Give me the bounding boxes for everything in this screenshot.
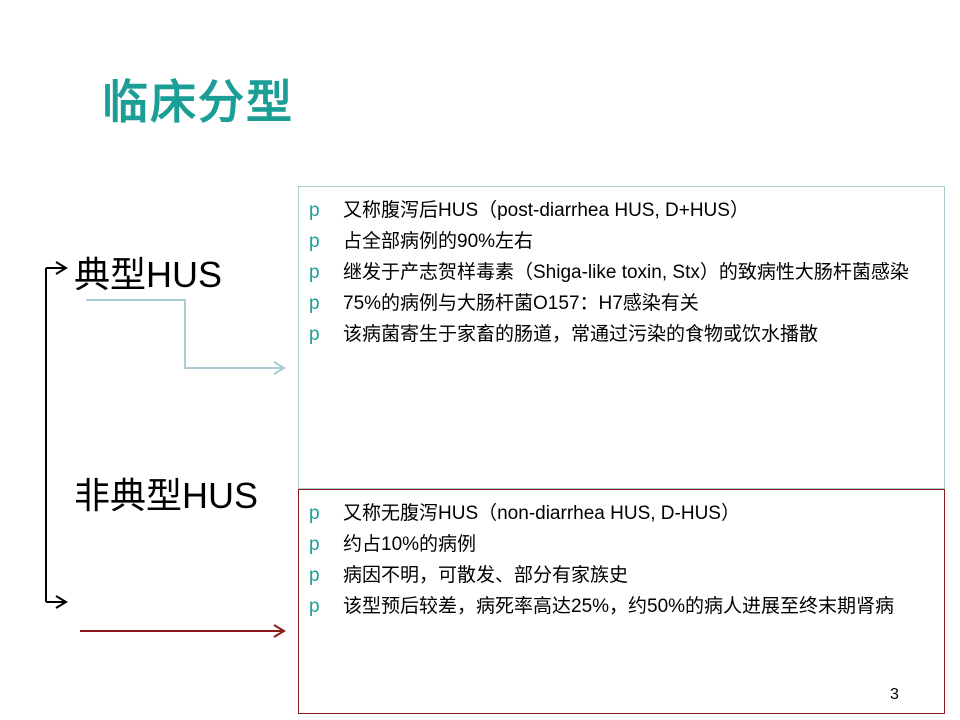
bullet-text: 占全部病例的90%左右 <box>343 231 534 252</box>
atypical-label-cn: 非典型 <box>74 476 183 517</box>
bullet-marker: p <box>309 200 320 221</box>
atypical-arrow <box>80 624 286 638</box>
bullet-text: 病因不明，可散发、部分有家族史 <box>343 565 629 586</box>
typical-arrow <box>86 299 286 375</box>
bullet-marker: p <box>309 534 320 555</box>
slide-title: 临床分型 <box>102 75 294 129</box>
bullet-item: p 继发于产志贺样毒素（Shiga-like toxin, Stx）的致病性大肠杆… <box>309 257 934 288</box>
typical-label-cn: 典型 <box>74 255 147 296</box>
bullet-item: p 占全部病例的90%左右 <box>309 226 934 257</box>
bullet-text: 又称无腹泻HUS（non-diarrhea HUS, D-HUS） <box>343 503 740 524</box>
bullet-item: p 病因不明，可散发、部分有家族史 <box>309 560 934 591</box>
typical-hus-box: p 又称腹泻后HUS（post-diarrhea HUS, D+HUS） p 占全部病… <box>298 186 945 489</box>
bullet-marker: p <box>309 231 320 252</box>
bullet-item: p 该型预后较差，病死率高达25%，约50%的病人进展至终末期肾病 <box>309 591 934 622</box>
bullet-text: 继发于产志贺样毒素（Shiga-like toxin, Stx）的致病性大肠杆菌… <box>343 262 909 283</box>
bracket-connector <box>45 267 64 603</box>
bullet-item: p 约占10%的病例 <box>309 529 934 560</box>
bullet-marker: p <box>309 503 320 524</box>
bullet-text: 该病菌寄生于家畜的肠道，常通过污染的食物或饮水播散 <box>343 324 819 345</box>
atypical-label-lat: HUS <box>182 475 259 516</box>
bullet-marker: p <box>309 565 320 586</box>
bullet-text: 该型预后较差，病死率高达25%，约50%的病人进展至终末期肾病 <box>343 596 895 617</box>
typical-hus-label: 典型HUS <box>74 246 222 298</box>
bullet-item: p 75%的病例与大肠杆菌O157：H7感染有关 <box>309 288 934 319</box>
typical-label-lat: HUS <box>146 254 223 295</box>
atypical-bullet-list: p 又称无腹泻HUS（non-diarrhea HUS, D-HUS） p 约占10%… <box>309 498 934 622</box>
bullet-marker: p <box>309 293 320 314</box>
bullet-item: p 该病菌寄生于家畜的肠道，常通过污染的食物或饮水播散 <box>309 319 934 350</box>
bullet-marker: p <box>309 596 320 617</box>
bullet-item: p 又称腹泻后HUS（post-diarrhea HUS, D+HUS） <box>309 195 934 226</box>
typical-bullet-list: p 又称腹泻后HUS（post-diarrhea HUS, D+HUS） p 占全部病… <box>309 195 934 350</box>
bullet-marker: p <box>309 262 320 283</box>
bracket-arrowheads <box>55 261 68 609</box>
bullet-marker: p <box>309 324 320 345</box>
page-number: 3 <box>890 686 899 703</box>
atypical-hus-label: 非典型HUS <box>74 467 258 519</box>
bullet-text: 又称腹泻后HUS（post-diarrhea HUS, D+HUS） <box>343 200 749 221</box>
bullet-text: 约占10%的病例 <box>343 534 477 555</box>
bullet-text: 75%的病例与大肠杆菌O157：H7感染有关 <box>343 293 699 314</box>
bullet-item: p 又称无腹泻HUS（non-diarrhea HUS, D-HUS） <box>309 498 934 529</box>
atypical-hus-box: p 又称无腹泻HUS（non-diarrhea HUS, D-HUS） p 约占10%… <box>298 489 945 714</box>
